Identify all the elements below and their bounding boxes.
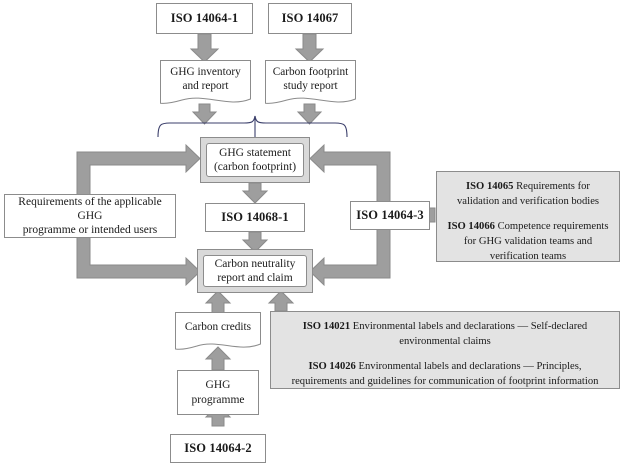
- node-carbon-footprint-study-label: Carbon footprint study report: [265, 60, 356, 98]
- iso-14065-text: Requirements for validation and verifica…: [456, 181, 600, 208]
- arrow-ghg-statement-to-iso14068-1: [241, 182, 269, 204]
- arrow-ghg-programme-to-carbon-credits: [204, 346, 232, 371]
- node-ghg-inventory-label: GHG inventory and report: [160, 60, 251, 98]
- panel-validation-item-2: ISO 14066 Competence requirements for GH…: [446, 219, 610, 264]
- node-ghg-inventory-and-report: GHG inventory and report: [160, 60, 251, 106]
- carbon-credits-text: Carbon credits: [184, 321, 252, 334]
- arrow-carbon-footprint-report-to-brace: [296, 103, 323, 125]
- node-iso-14064-1-label: ISO 14064-1: [170, 10, 239, 25]
- node-carbon-credits: Carbon credits: [175, 312, 261, 352]
- panel-validation-item-1: ISO 14065 Requirements for validation an…: [446, 179, 610, 209]
- node-carbon-credits-label: Carbon credits: [175, 312, 261, 343]
- node-carbon-neutrality-inner: Carbon neutrality report and claim: [203, 255, 307, 287]
- arrow-carbon-credits-to-carbon-neutrality: [204, 290, 232, 315]
- brace-connector: [157, 115, 348, 138]
- node-ghg-statement-inner: GHG statement (carbon footprint): [206, 143, 304, 177]
- node-iso-14067-label: ISO 14067: [281, 10, 339, 25]
- arrow-iso14068-1-to-carbon-neutrality: [241, 231, 269, 253]
- node-carbon-neutrality-report: Carbon neutrality report and claim: [197, 249, 313, 293]
- node-ghg-programme: GHG programme: [177, 370, 259, 415]
- node-requirements-ghg-programme: Requirements of the applicable GHG progr…: [4, 194, 176, 238]
- iso-14066-code: ISO 14066: [447, 221, 495, 233]
- ghg-statement-line-1: GHG statement: [219, 146, 291, 159]
- requirements-line-1: Requirements of the applicable GHG: [18, 195, 162, 222]
- arrow-labels-panel-to-carbon-neutrality: [267, 290, 295, 312]
- connector-requirements-to-ghg-statement: [76, 143, 201, 287]
- ghg-programme-line-2: programme: [191, 393, 245, 406]
- carbon-neutrality-line-1: Carbon neutrality: [214, 257, 296, 270]
- node-iso-14064-3: ISO 14064-3: [350, 201, 430, 230]
- requirements-line-2: programme or intended users: [22, 224, 158, 237]
- node-iso-14064-3-label: ISO 14064-3: [356, 207, 424, 222]
- panel-labels-item-1: ISO 14021 Environmental labels and decla…: [280, 319, 610, 349]
- node-iso-14068-1: ISO 14068-1: [205, 203, 305, 232]
- arrow-ghg-inventory-to-brace: [191, 103, 218, 125]
- ghg-inventory-line-1: GHG inventory: [170, 65, 241, 78]
- node-ghg-statement: GHG statement (carbon footprint): [200, 137, 310, 183]
- iso-14026-code: ISO 14026: [308, 361, 356, 373]
- iso-14066-text: Competence requirements for GHG validati…: [463, 221, 609, 263]
- ghg-inventory-line-2: and report: [182, 80, 229, 92]
- node-iso-14068-1-label: ISO 14068-1: [221, 209, 289, 224]
- panel-environmental-labels: ISO 14021 Environmental labels and decla…: [270, 311, 620, 389]
- arrow-iso14067-to-carbon-footprint-report: [294, 33, 325, 63]
- node-iso-14064-2: ISO 14064-2: [170, 434, 266, 463]
- panel-validation-verification: ISO 14065 Requirements for validation an…: [436, 171, 620, 262]
- iso-14021-text: Environmental labels and declarations — …: [350, 321, 588, 348]
- node-carbon-footprint-study-report: Carbon footprint study report: [265, 60, 356, 106]
- ghg-programme-line-1: GHG: [205, 379, 231, 392]
- node-iso-14064-2-label: ISO 14064-2: [184, 440, 252, 455]
- connector-iso14064-3-to-boxes: [309, 143, 391, 287]
- ghg-statement-line-2: (carbon footprint): [213, 161, 297, 173]
- document-shape: [175, 312, 261, 350]
- node-iso-14064-1: ISO 14064-1: [156, 3, 253, 34]
- panel-labels-item-2: ISO 14026 Environmental labels and decla…: [280, 359, 610, 389]
- arrow-iso14064-1-to-ghg-inventory: [189, 33, 220, 63]
- document-shape: [265, 60, 356, 104]
- carbon-neutrality-line-2: report and claim: [217, 272, 293, 284]
- document-shape: [160, 60, 251, 104]
- iso-14065-code: ISO 14065: [466, 181, 514, 192]
- carbon-footprint-study-line-2: study report: [283, 80, 338, 92]
- iso-14026-text: Environmental labels and declarations — …: [291, 361, 599, 388]
- iso-14021-code: ISO 14021: [302, 321, 351, 332]
- node-iso-14067: ISO 14067: [268, 3, 352, 34]
- carbon-footprint-study-line-1: Carbon footprint: [272, 65, 349, 78]
